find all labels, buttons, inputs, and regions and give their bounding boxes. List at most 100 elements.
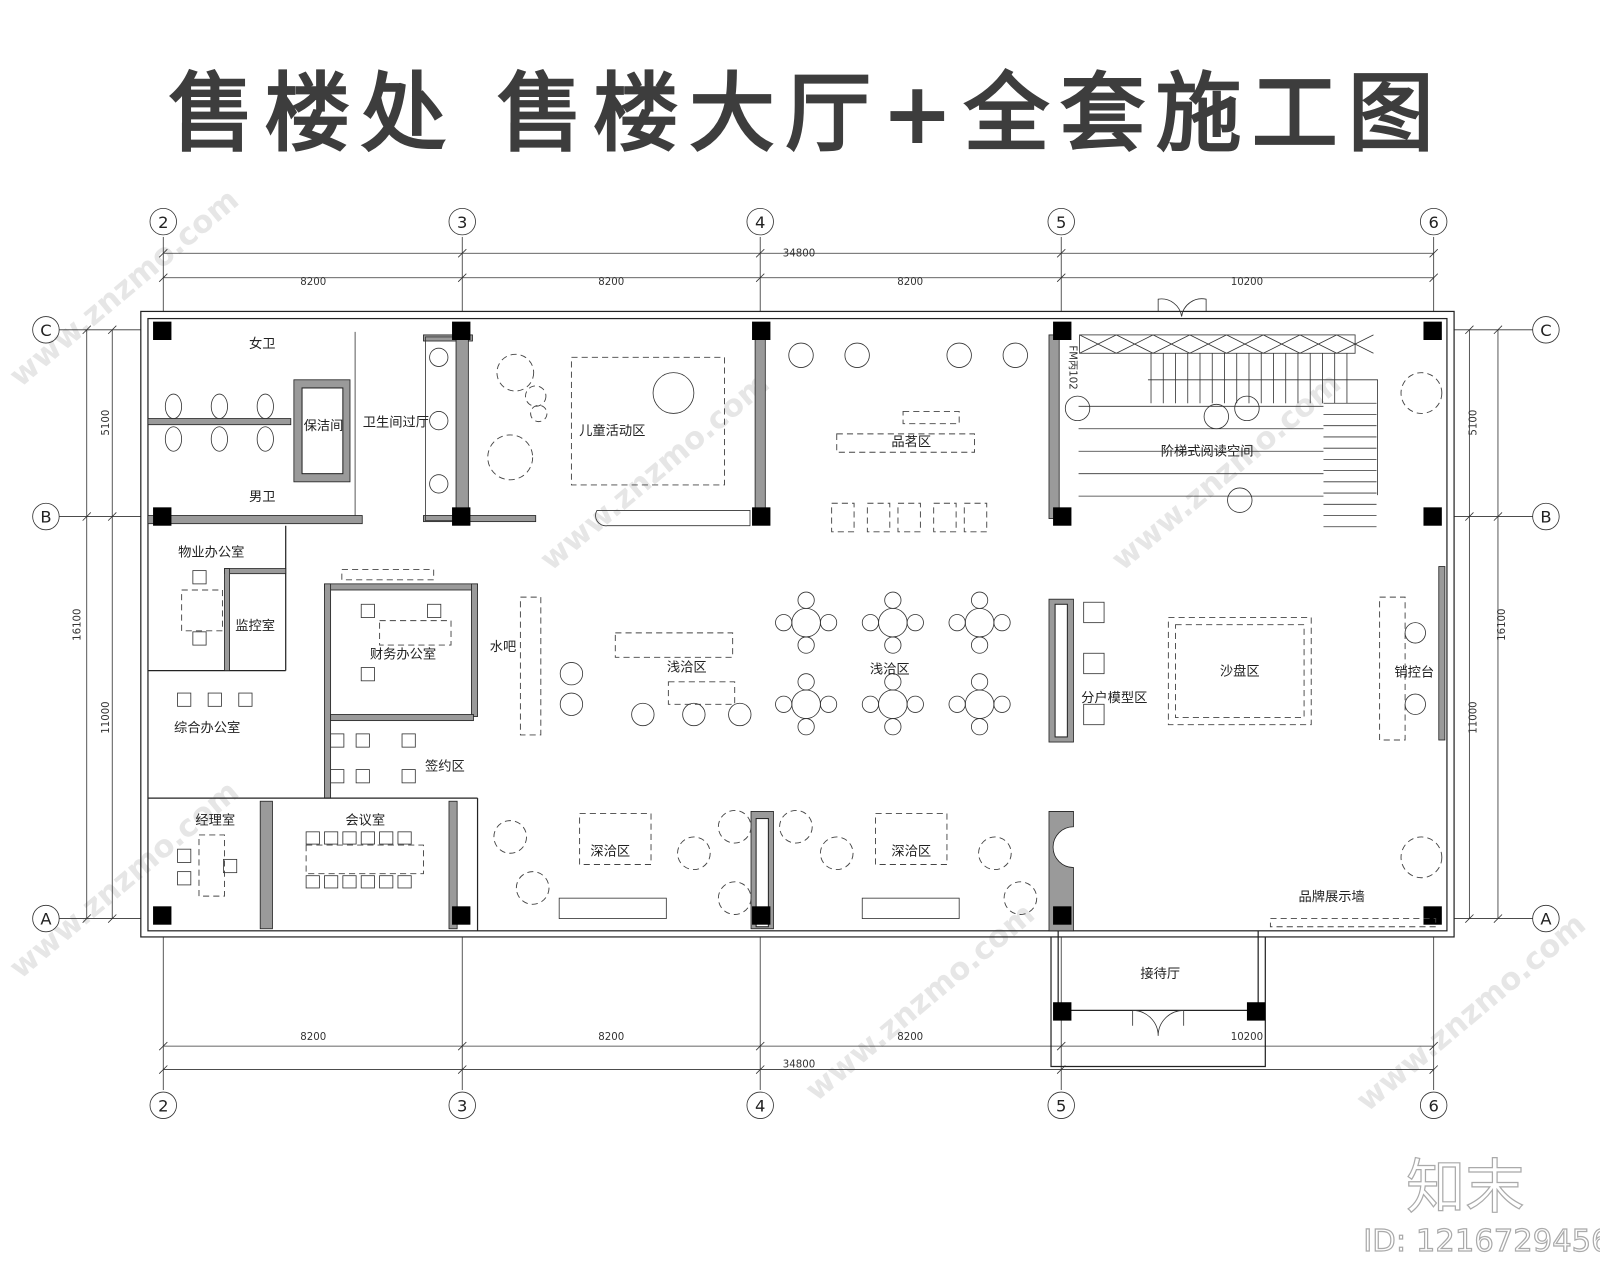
dim-total-left: 16100	[73, 608, 84, 640]
chair	[177, 848, 192, 863]
play-element	[487, 434, 534, 481]
watermark-text: www.znzmo.com	[534, 366, 777, 578]
lounge-chair	[1400, 372, 1443, 414]
chair	[971, 591, 989, 609]
chair	[775, 614, 793, 632]
axis-bubble	[746, 1091, 774, 1119]
stool	[559, 692, 584, 716]
label-reception: 接待厅	[1140, 965, 1180, 982]
label-mens-wc: 男卫	[249, 490, 276, 505]
chair	[861, 695, 879, 713]
stair-rail	[1079, 334, 1356, 354]
dimension-tick	[107, 512, 117, 521]
axis-bubble	[448, 1091, 476, 1119]
chair	[207, 692, 222, 707]
dimension-tick	[457, 273, 467, 283]
structural-column	[1423, 321, 1442, 340]
label-signing-area: 签约区	[425, 758, 465, 775]
chair	[355, 733, 370, 748]
axis-label: 4	[755, 213, 765, 232]
plant	[1234, 395, 1260, 422]
dim-segment: 5100	[101, 410, 112, 436]
axis-label: C	[40, 321, 51, 340]
rail-cross	[1079, 334, 1117, 354]
dimension-tick	[158, 1065, 168, 1074]
chair	[861, 614, 879, 632]
dimension-tick	[1465, 914, 1474, 923]
structural-column	[452, 321, 471, 340]
chair	[192, 570, 207, 585]
toilet	[256, 426, 274, 452]
label-property-office: 物业办公室	[178, 543, 244, 560]
play-element	[530, 404, 548, 423]
brand-logo: 知末	[1406, 1152, 1524, 1221]
chair	[324, 875, 339, 889]
chair	[884, 673, 902, 691]
chair	[993, 614, 1011, 632]
axis-bubble	[32, 316, 60, 344]
watermark-text: www.znzmo.com	[799, 897, 1042, 1109]
entrance-door	[1132, 1009, 1185, 1036]
meeting-table	[305, 844, 424, 875]
bench	[933, 502, 957, 533]
chair	[177, 692, 192, 707]
stool	[682, 702, 706, 727]
chair	[355, 769, 370, 784]
chair	[797, 636, 815, 654]
dimension-tick	[107, 325, 117, 335]
chair	[192, 631, 207, 646]
dimension-tick	[1465, 325, 1474, 335]
axis-label: 6	[1428, 1096, 1438, 1115]
chair	[948, 695, 966, 713]
armchair	[946, 342, 972, 368]
play-element	[525, 385, 547, 407]
bench	[963, 502, 988, 533]
lounge-chair	[677, 836, 711, 871]
furniture	[164, 298, 1443, 1036]
dimension-tick	[1056, 273, 1066, 283]
dimension-tick	[1429, 1065, 1439, 1074]
dim-segment: 5100	[1469, 410, 1480, 436]
dimension-tick	[1465, 512, 1474, 521]
chair	[379, 875, 394, 889]
dim-segment: 8200	[300, 1032, 326, 1043]
rail-cross	[1116, 334, 1154, 354]
dimension-tick	[755, 1065, 765, 1074]
play-element	[652, 372, 695, 414]
lounge-chair	[515, 871, 550, 905]
stair-direction-arrow	[1147, 379, 1378, 496]
structural-column	[153, 906, 172, 925]
chair	[427, 603, 442, 618]
stool	[559, 662, 584, 686]
label-general-office: 综合办公室	[174, 719, 240, 736]
label-casual-talk: 浅洽区	[667, 660, 707, 676]
dimension-tick	[82, 914, 92, 923]
watermark-text: www.znzmo.com	[1350, 907, 1593, 1119]
axis-label: 3	[457, 1096, 467, 1115]
axis-label: 6	[1428, 213, 1438, 232]
structural-column	[1423, 906, 1442, 925]
axis-bubble	[149, 207, 177, 236]
axis-bubble	[1047, 207, 1075, 236]
play-element	[496, 353, 535, 392]
label-kids-area: 儿童活动区	[579, 422, 645, 439]
lounge-chair	[717, 881, 752, 915]
label-wc-lobby: 卫生间过厅	[363, 415, 429, 431]
north-door	[1157, 298, 1207, 317]
structural-column	[1423, 507, 1442, 526]
chair	[884, 636, 902, 654]
zone-outlines	[341, 356, 1437, 928]
structural-column	[1246, 1002, 1266, 1021]
structural-column	[1053, 321, 1072, 340]
chair	[330, 733, 345, 748]
round-table	[791, 689, 821, 719]
chair	[971, 636, 989, 654]
wash-basin	[429, 347, 449, 367]
dim-segment: 8200	[897, 1032, 923, 1043]
lounge-chair	[717, 809, 752, 844]
chair	[360, 667, 375, 682]
chair	[342, 831, 357, 845]
label-water-bar: 水吧	[490, 639, 517, 655]
axis-bubble	[1532, 316, 1560, 344]
